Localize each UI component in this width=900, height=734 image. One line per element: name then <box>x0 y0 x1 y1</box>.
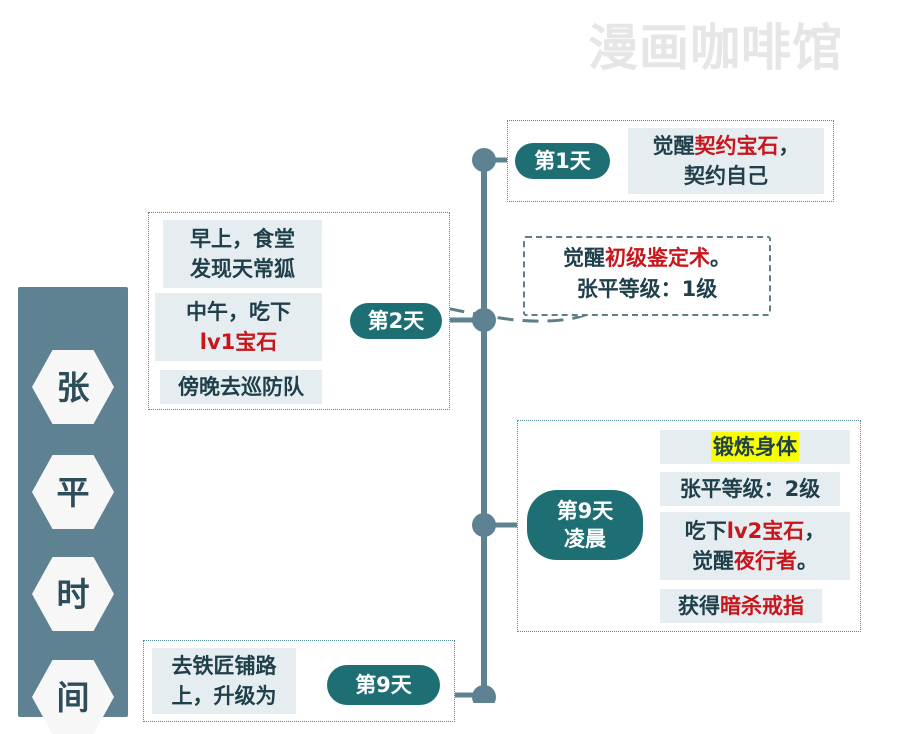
watermark: 漫画咖啡馆 <box>588 19 843 77</box>
day2-leaf-morning: 早上，食堂 发现天常狐 <box>163 220 322 288</box>
day9b-node[interactable]: 第9天 <box>327 665 440 705</box>
day1-node[interactable]: 第1天 <box>515 143 610 179</box>
day9-leaf-train: 锻炼身体 <box>660 430 850 464</box>
day2-label: 第2天 <box>367 309 425 333</box>
trunk-node-day9-dawn <box>472 513 496 537</box>
trunk-node-day1 <box>472 148 496 172</box>
day1-label: 第1天 <box>534 149 591 173</box>
day9-get-red-text: 暗杀戒指 <box>720 594 804 618</box>
day9-dawn-label-2: 凌晨 <box>564 527 606 551</box>
day9-awake-red-text: 夜行者 <box>734 549 797 573</box>
title-char-zhang: 张 <box>32 350 114 424</box>
day2-node[interactable]: 第2天 <box>350 303 442 339</box>
day9-highlight-text: 锻炼身体 <box>711 432 799 462</box>
day2-red-text: lv1宝石 <box>199 330 278 354</box>
day9-leaf-level: 张平等级：2级 <box>660 472 840 506</box>
day9b-leaf: 去铁匠铺路 上，升级为 <box>152 648 296 714</box>
day9-eat-red-text: lv2宝石 <box>726 519 805 543</box>
day2-note-red-text: 初级鉴定术 <box>605 246 710 270</box>
day2-leaf-evening: 傍晚去巡防队 <box>160 370 322 404</box>
day9-leaf-get: 获得暗杀戒指 <box>660 589 822 623</box>
day2-note <box>523 236 771 316</box>
trunk-node-day2 <box>472 308 496 332</box>
day1-red-text: 契约宝石 <box>694 134 779 158</box>
day9-dawn-label-1: 第9天 <box>556 499 614 523</box>
trunk-node-day9-b <box>472 685 496 703</box>
day2-leaf-noon: 中午，吃下 lv1宝石 <box>155 293 322 361</box>
day1-leaf: 觉醒契约宝石， 契约自己 <box>628 128 824 194</box>
day9-leaf-eat: 吃下lv2宝石， 觉醒夜行者。 <box>660 512 850 580</box>
day9-dawn-node[interactable]: 第9天 凌晨 <box>527 490 643 560</box>
day2-note-text: 觉醒初级鉴定术。 张平等级：1级 <box>563 246 731 301</box>
day9b-label: 第9天 <box>355 673 412 697</box>
